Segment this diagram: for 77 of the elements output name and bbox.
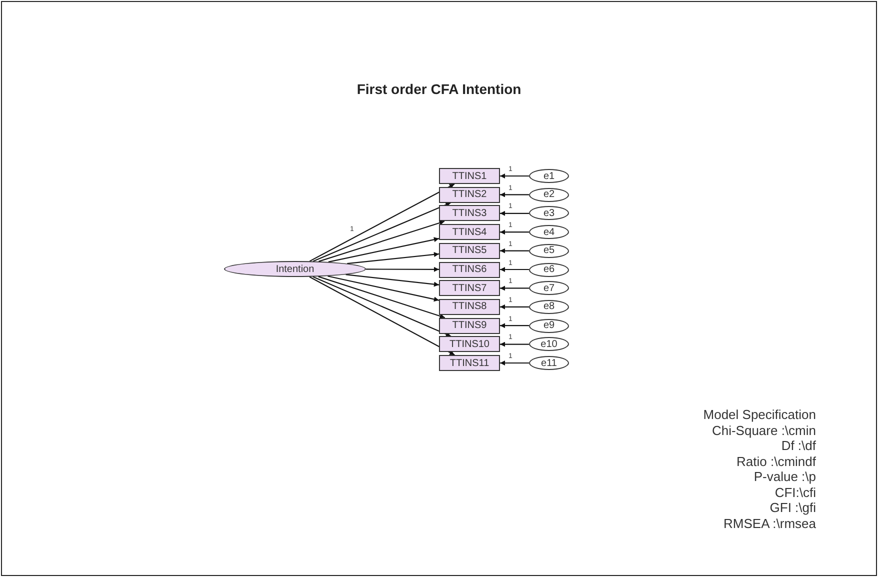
node-label: TTINS1 [452,170,487,182]
error-term-ellipse [529,225,569,240]
node-label: Intention [276,264,314,274]
observed-variable-box [439,355,500,371]
arrow [500,304,529,310]
error-term-ellipse [529,318,569,333]
arrow [500,248,529,254]
error-term-ellipse [529,188,569,202]
arrow [500,342,529,347]
node-label: TTINS2 [452,189,487,200]
spec-heading: Model Specification [703,407,816,422]
arrow [309,276,455,356]
latent-variable-ellipse [224,261,366,277]
error-term-ellipse [529,281,569,296]
node-label: TTINS7 [452,282,487,294]
arrow [318,276,445,318]
observed-variable-box [439,318,500,334]
observed-variable-box [439,280,500,296]
error-term-ellipse [529,337,569,352]
node-label: TTINS5 [452,245,487,256]
fit-index-label: CFI:\cfi [774,484,816,500]
arrow [328,237,440,262]
error-term-ellipse [529,262,569,276]
node-label: e2 [543,189,555,200]
node-label: e7 [543,282,555,294]
node-label: e8 [543,301,555,312]
error-term-ellipse [529,356,569,370]
arrow [500,323,529,328]
node-label: e5 [543,245,555,256]
fit-index-label: RMSEA :\rmsea [724,516,816,530]
arrow [312,276,452,337]
error-term-ellipse [529,244,569,258]
fit-index-label: Df :\df [781,438,816,453]
observed-variable-box [439,242,500,259]
fit-index-label: Ratio :\cmindf [736,454,816,468]
node-label: e4 [543,226,555,238]
arrow [500,286,529,291]
diagram-title: First order CFA Intention [356,81,522,97]
arrow [500,360,529,366]
arrow [500,210,529,216]
observed-variable-box [439,205,500,222]
node-label: e10 [540,338,558,350]
arrow [347,252,440,264]
arrow [318,220,445,262]
arrow [500,174,529,178]
node-label: e11 [541,358,557,368]
node-label: TTINS10 [449,338,490,350]
arrow [500,230,529,235]
arrow [312,202,451,262]
arrow [328,276,440,302]
node-label: e3 [543,208,555,219]
node-label: e6 [543,264,555,275]
node-label: TTINS9 [452,320,487,332]
observed-variable-box [439,298,500,315]
node-label: TTINS8 [452,301,487,312]
node-label: TTINS3 [452,208,487,219]
error-term-ellipse [529,206,569,220]
arrow [346,274,440,287]
fit-index-label: GFI :\gfi [770,500,816,515]
arrow [500,192,529,198]
arrow [366,266,439,272]
observed-variable-box [439,336,500,352]
arrow [309,184,455,262]
observed-variable-box [439,262,500,278]
node-label: TTINS11 [450,358,490,368]
node-label: TTINS4 [452,226,487,238]
observed-variable-box [439,168,500,184]
error-term-ellipse [529,169,569,183]
observed-variable-box [439,224,500,240]
observed-variable-box [439,186,500,203]
fit-index-label: Chi-Square :\cmin [712,422,816,438]
arrow [500,267,529,272]
fit-index-label: P-value :\p [754,469,816,484]
error-term-ellipse [529,300,569,314]
node-label: e9 [543,320,555,332]
node-label: TTINS6 [452,264,487,275]
node-label: e1 [543,170,555,182]
